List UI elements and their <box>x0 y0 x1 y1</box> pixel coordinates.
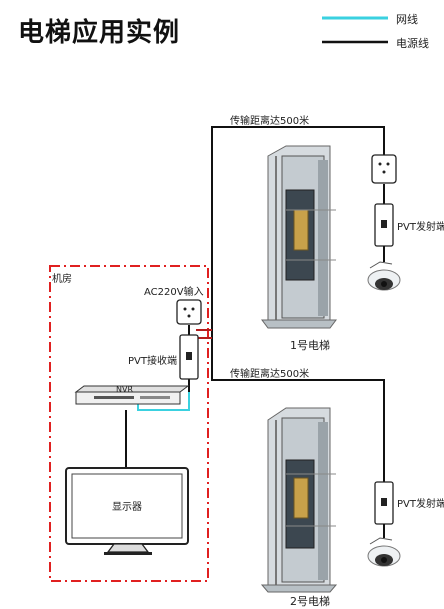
pvt-transmitter-2-device <box>374 481 394 538</box>
distance-label-bottom: 传输距离达500米 <box>230 369 310 380</box>
legend-network-label: 网线 <box>396 13 418 26</box>
network-line <box>137 392 190 411</box>
trunk-connection <box>196 329 212 339</box>
monitor-device <box>65 467 189 555</box>
pvt-transmitter-1-label: PVT发射端 <box>397 222 444 233</box>
elevator-2-graphic <box>260 407 338 593</box>
monitor-label: 显示器 <box>112 502 142 513</box>
power-lines <box>125 126 385 482</box>
dome-camera-1 <box>367 261 401 291</box>
elevator-1-graphic <box>261 145 337 329</box>
machine-room-label: 机房 <box>52 274 72 285</box>
dome-camera-2 <box>367 537 401 567</box>
page-title: 电梯应用实例 <box>18 18 181 48</box>
nvr-label: NVR <box>116 385 134 394</box>
elevator-2-label: 2号电梯 <box>290 595 330 608</box>
distance-label-top: 传输距离达500米 <box>230 116 310 127</box>
pvt-receiver-device <box>179 334 199 380</box>
pvt-transmitter-2-label: PVT发射端 <box>397 499 444 510</box>
pvt-transmitter-1-device <box>374 203 394 262</box>
elevator-1-label: 1号电梯 <box>290 339 330 352</box>
ac-socket-machine-room <box>176 299 202 325</box>
legend-power-label: 电源线 <box>396 37 429 50</box>
machine-room-border <box>49 265 209 582</box>
pvt-receiver-label: PVT接收端 <box>128 356 177 367</box>
nvr-device <box>74 385 190 405</box>
ac-input-label: AC220V输入 <box>144 287 204 298</box>
ac-socket-elevator-1 <box>371 154 397 184</box>
